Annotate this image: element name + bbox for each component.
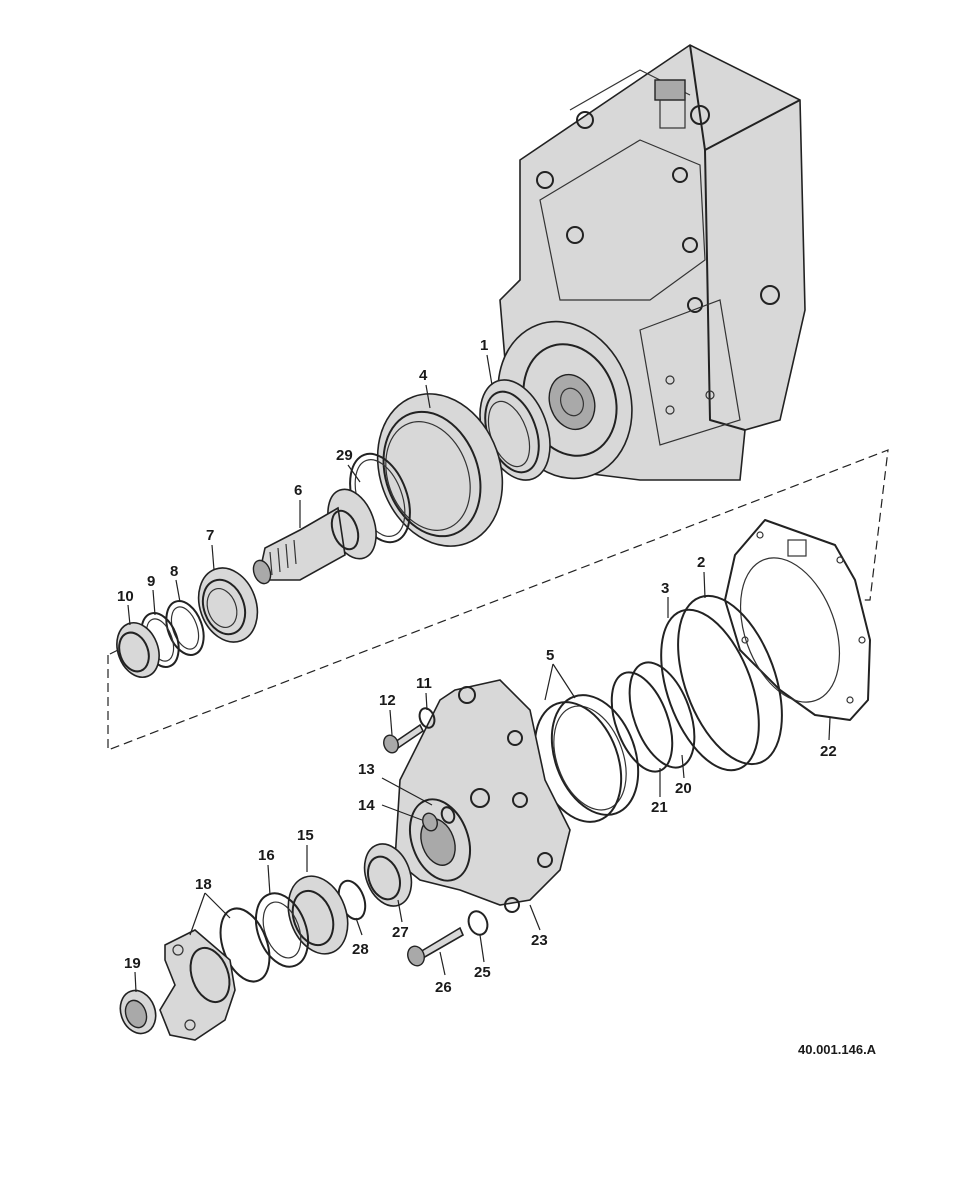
part-20-o-ring	[628, 661, 696, 769]
callout-3: 3	[661, 580, 669, 597]
callout-16: 16	[258, 847, 275, 864]
callout-7: 7	[206, 527, 214, 544]
part-26-bolt	[407, 926, 465, 967]
callout-15: 15	[297, 827, 314, 844]
callout-9: 9	[147, 573, 155, 590]
callout-10: 10	[117, 588, 134, 605]
callout-5: 5	[546, 647, 554, 664]
callout-13: 13	[358, 761, 375, 778]
callout-12: 12	[379, 692, 396, 709]
callout-1: 1	[480, 337, 488, 354]
callout-8: 8	[170, 563, 178, 580]
part-25-washer	[467, 910, 489, 936]
dashed-boundary	[107, 449, 889, 751]
callout-22: 22	[820, 743, 837, 760]
callout-11: 11	[416, 675, 432, 692]
part-19-cap	[119, 989, 157, 1035]
leader-lines	[127, 354, 831, 993]
part-15-seal	[287, 875, 349, 955]
part-27-bearing	[363, 843, 413, 907]
callout-28: 28	[352, 941, 369, 958]
part-22-gasket	[724, 519, 871, 721]
callout-4: 4	[419, 367, 428, 384]
part-6-shaft	[252, 488, 377, 585]
callout-labels: 1 2 3 4 5 6 7 8 9 10 11 12 13 14 15 16 1…	[117, 337, 837, 996]
callout-19: 19	[124, 955, 141, 972]
part-10-collar	[116, 622, 160, 678]
callout-18: 18	[195, 876, 212, 893]
callout-14: 14	[358, 797, 375, 814]
callout-21: 21	[651, 799, 668, 816]
transmission-housing	[497, 44, 806, 481]
callout-29: 29	[336, 447, 353, 464]
callout-26: 26	[435, 979, 452, 996]
part-12-bolt	[383, 723, 425, 754]
part-18-yoke	[159, 907, 271, 1041]
part-3-ring	[660, 608, 760, 772]
part-13-seal	[440, 806, 456, 824]
part-2-ring	[677, 594, 783, 766]
part-11-washer	[418, 707, 436, 729]
callout-23: 23	[531, 932, 548, 949]
part-14-plug	[422, 812, 438, 832]
callout-25: 25	[474, 964, 491, 981]
callout-2: 2	[697, 554, 705, 571]
part-7-bearing	[197, 567, 259, 643]
part-21-o-ring	[610, 671, 674, 773]
part-8-ring	[165, 600, 205, 656]
callout-27: 27	[392, 924, 409, 941]
figure-reference-code: 40.001.146.A	[798, 1042, 877, 1057]
callout-20: 20	[675, 780, 692, 797]
callout-6: 6	[294, 482, 302, 499]
